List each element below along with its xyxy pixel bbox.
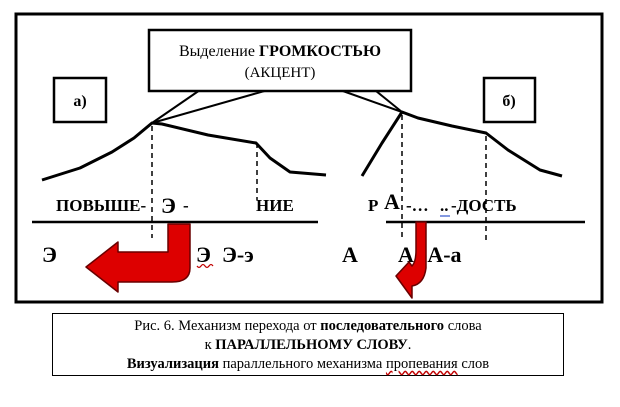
callout-line-2: (АКЦЕНТ)	[245, 65, 316, 81]
caption-line-2: к ПАРАЛЛЕЛЬНОМУ СЛОВУ.	[204, 337, 412, 353]
callout-pointer-b	[339, 89, 403, 113]
callout-pointer-a2	[151, 89, 269, 124]
panel-b-label: б)	[502, 93, 515, 110]
panel-a-label: а)	[73, 93, 86, 110]
caption-line-1: Рис. 6. Механизм перехода от последовате…	[134, 318, 482, 334]
contour-a	[41, 121, 327, 182]
contour-b	[360, 110, 563, 178]
callout-pointer-a	[151, 89, 201, 124]
diagram-frame	[14, 12, 604, 304]
panel-b-label-box	[482, 76, 537, 124]
callout-line-1: Выделение ГРОМКОСТЬЮ	[179, 43, 381, 60]
word-a: ПОВЫШЕ-Э-НИЕ	[56, 193, 294, 218]
figure-caption: Рис. 6. Механизм перехода от последовате…	[52, 313, 564, 376]
red-arrow-a	[85, 223, 191, 293]
red-arrow-b	[395, 221, 427, 299]
callout-box	[147, 28, 413, 93]
spell-underline-a	[196, 263, 214, 269]
panel-a-label-box	[52, 76, 108, 124]
caption-line-3: Визуализация параллельного механизма про…	[126, 356, 490, 372]
